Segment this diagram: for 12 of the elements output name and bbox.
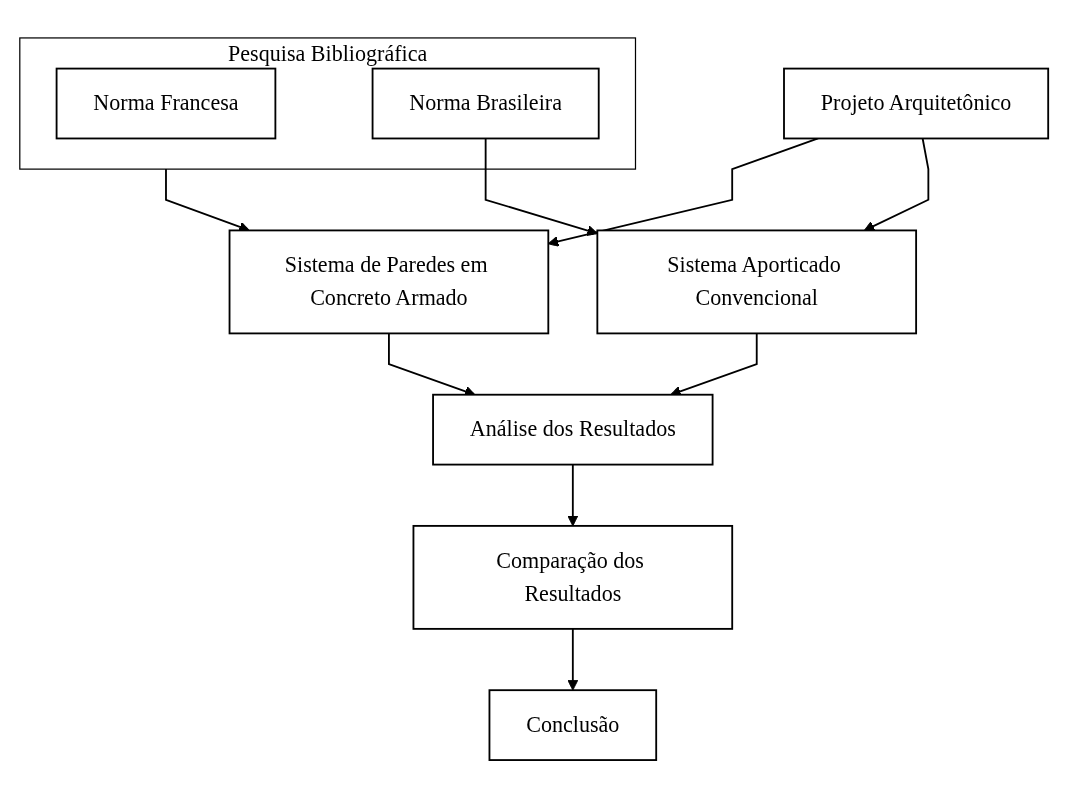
node-box: Norma Francesa xyxy=(55,67,277,140)
node-box: Análise dos Resultados xyxy=(432,393,714,466)
arrow xyxy=(484,137,598,236)
node-box: Conclusão xyxy=(488,689,658,761)
node-box: Sistema Aporticado Convencional xyxy=(596,229,918,335)
node-box: Norma Brasileira xyxy=(371,67,600,140)
arrow xyxy=(567,627,579,691)
arrow xyxy=(863,137,930,232)
node-box: Sistema de Paredes em Concreto Armado xyxy=(228,229,550,335)
node-box: Comparação dos Resultados xyxy=(412,524,734,630)
arrow xyxy=(567,463,579,527)
node-box: Projeto Arquitetônico xyxy=(783,67,1050,140)
